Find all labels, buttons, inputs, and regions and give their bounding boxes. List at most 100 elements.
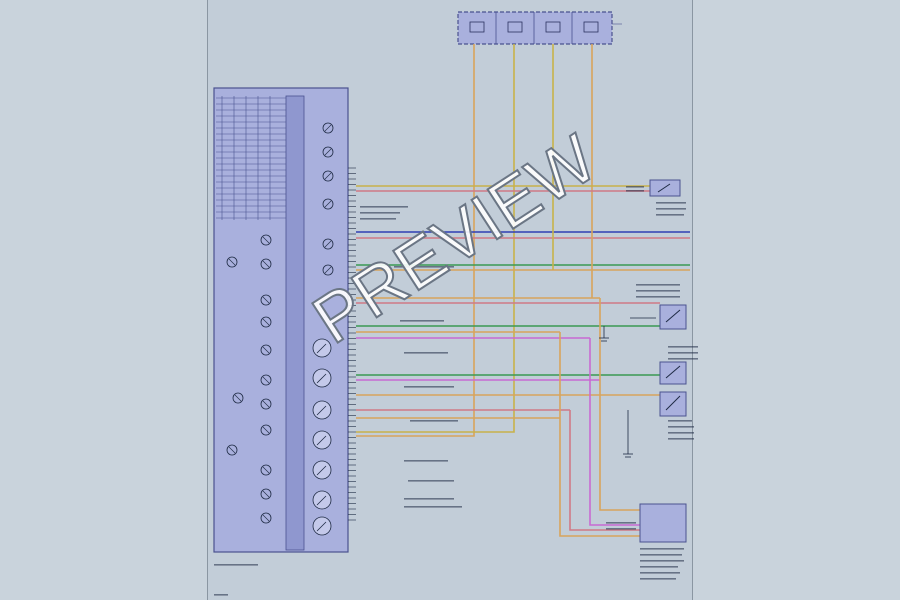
indicator-lamp — [260, 258, 272, 270]
gauge-icon — [312, 460, 332, 480]
fine-print-line — [668, 352, 698, 354]
lamp-cross — [324, 172, 332, 180]
fine-print-line — [214, 594, 228, 596]
switch-icon — [659, 361, 687, 385]
switch-icon — [659, 304, 687, 330]
fine-print-line — [640, 560, 684, 562]
fine-print-line — [656, 202, 686, 204]
switch-icon — [649, 179, 681, 197]
lamp-cross — [262, 490, 270, 498]
lamp-cross — [262, 318, 270, 326]
lamp-cross — [324, 266, 332, 274]
fine-print-line — [404, 506, 462, 508]
fine-print-line — [636, 284, 680, 286]
lamp-cross — [228, 446, 236, 454]
gauge-icon — [312, 516, 332, 536]
fine-print-line — [668, 438, 694, 440]
fine-print-line — [656, 214, 684, 216]
gauge-needle — [316, 495, 327, 506]
indicator-lamp — [322, 198, 334, 210]
gauge-needle — [316, 465, 327, 476]
gauge-icon — [312, 368, 332, 388]
lamp-cross — [262, 236, 270, 244]
lamp-cross — [262, 346, 270, 354]
indicator-lamp — [322, 122, 334, 134]
fine-print-line — [668, 358, 698, 360]
fuse-icon — [507, 21, 523, 33]
control-module — [639, 503, 687, 543]
indicator-lamp — [260, 344, 272, 356]
fine-print-line — [404, 460, 448, 462]
gauge-needle — [316, 521, 327, 532]
ground-icon — [599, 326, 609, 342]
gauge-needle — [316, 343, 327, 354]
indicator-lamp — [226, 444, 238, 456]
gauge-needle — [316, 373, 327, 384]
lamp-cross — [262, 514, 270, 522]
fine-print-line — [640, 548, 684, 550]
fine-print-line — [640, 554, 682, 556]
fuse-icon — [545, 21, 561, 33]
lamp-cross — [324, 240, 332, 248]
fine-print-line — [640, 566, 678, 568]
indicator-lamp — [260, 398, 272, 410]
fuse-wires — [356, 44, 593, 437]
indicator-lamp — [260, 294, 272, 306]
fine-print-line — [668, 426, 694, 428]
lamp-cross — [262, 400, 270, 408]
fine-print-line — [394, 266, 454, 268]
lamp-cross — [324, 148, 332, 156]
fine-print-line — [408, 480, 454, 482]
gauge-needle — [316, 405, 327, 416]
indicator-lamp — [322, 264, 334, 276]
gauge-needle — [316, 435, 327, 446]
lamp-cross — [262, 426, 270, 434]
fine-print-line — [668, 420, 692, 422]
fine-print-line — [404, 352, 448, 354]
indicator-lamp — [260, 512, 272, 524]
gauge-icon — [312, 490, 332, 510]
lamp-cross — [234, 394, 242, 402]
fine-print-line — [606, 522, 636, 524]
switch-icon — [659, 391, 687, 417]
indicator-lamp — [232, 392, 244, 404]
lamp-cross — [324, 124, 332, 132]
fine-print-line — [360, 206, 408, 208]
fine-print-line — [668, 432, 694, 434]
gauge-icon — [312, 338, 332, 358]
indicator-lamp — [322, 238, 334, 250]
fine-print-line — [668, 346, 698, 348]
fine-print-line — [636, 290, 680, 292]
fine-print-line — [360, 218, 396, 220]
fine-print-line — [626, 190, 644, 192]
lamp-cross — [324, 200, 332, 208]
lamp-cross — [262, 296, 270, 304]
fuse-icon — [469, 21, 485, 33]
fine-print-line — [404, 498, 454, 500]
fuse-box — [457, 11, 622, 45]
indicator-lamp — [260, 234, 272, 246]
indicator-lamp — [260, 424, 272, 436]
fine-print-line — [410, 420, 458, 422]
indicator-lamp — [322, 146, 334, 158]
indicator-lamp — [322, 170, 334, 182]
lamp-cross — [262, 260, 270, 268]
lamp-cross — [228, 258, 236, 266]
fine-print-line — [214, 564, 258, 566]
fine-print-line — [626, 186, 644, 188]
indicator-lamp — [260, 374, 272, 386]
indicator-lamp — [260, 316, 272, 328]
fine-print-line — [656, 208, 686, 210]
fine-print-line — [360, 212, 400, 214]
fuse-icon — [583, 21, 599, 33]
fine-print-line — [640, 572, 680, 574]
harness-wires — [356, 185, 690, 537]
fine-print-line — [404, 386, 454, 388]
fine-print-line — [400, 320, 444, 322]
ground-icon — [623, 410, 633, 458]
instrument-cluster — [213, 87, 349, 553]
indicator-lamp — [260, 464, 272, 476]
fine-print-line — [640, 578, 676, 580]
fine-print-line — [606, 528, 636, 530]
